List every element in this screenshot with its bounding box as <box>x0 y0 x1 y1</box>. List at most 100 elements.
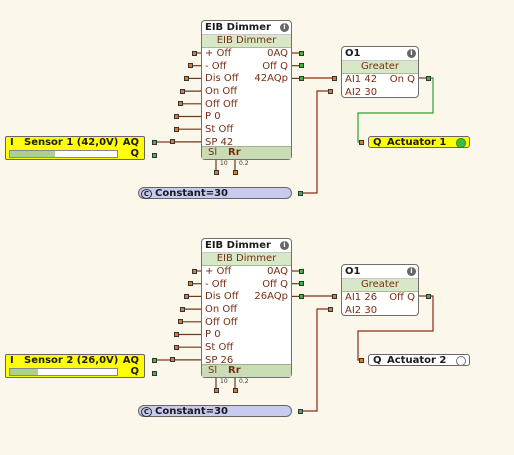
comparator-input-1: AI1 42 <box>345 74 378 85</box>
dimmer-input-pin[interactable] <box>173 126 179 132</box>
sensor-name: Sensor 2 (26,0V) <box>24 355 119 366</box>
info-icon[interactable]: i <box>407 267 416 276</box>
dimmer-subtitle: EIB Dimmer <box>202 35 291 48</box>
actuator-name: Actuator 2 <box>387 355 447 366</box>
dimmer-output-pin[interactable] <box>298 63 304 69</box>
comparator-row: AI2 30 <box>342 87 418 100</box>
dimmer-input-pin[interactable] <box>173 344 179 350</box>
dimmer-footer-rr: Rr <box>228 147 241 158</box>
dimmer-input-pin[interactable] <box>177 101 183 107</box>
dimmer-param-b: 0.2 <box>239 160 249 167</box>
comparator-input-pin[interactable] <box>331 293 337 299</box>
comparator-row: AI1 42 On Q <box>342 74 418 87</box>
comparator-subtitle: Greater <box>342 279 418 292</box>
constant-name: Constant=30 <box>155 188 229 199</box>
comparator-input-1: AI1 26 <box>345 292 378 303</box>
dimmer-output-pin[interactable] <box>298 50 304 56</box>
dimmer-row: SP 26 <box>202 355 291 368</box>
info-icon[interactable]: i <box>280 23 289 32</box>
constant-output-pin[interactable] <box>297 408 303 414</box>
comparator-output: On Q <box>389 74 415 85</box>
actuator-input-pin[interactable] <box>358 139 364 145</box>
dimmer-input-pin[interactable] <box>179 306 185 312</box>
comparator-input-pin[interactable] <box>327 306 333 312</box>
dimmer-param-pin[interactable] <box>213 387 219 393</box>
comparator-title: O1 <box>345 266 361 277</box>
dimmer-input-pin[interactable] <box>169 357 175 363</box>
wire-comparator-to-actuator[interactable] <box>357 295 434 361</box>
dimmer-input-label: St Off <box>205 124 234 136</box>
dimmer-input-pin[interactable] <box>183 293 189 299</box>
dimmer-input-label: On Off <box>205 304 238 316</box>
dimmer-input-label: SP 26 <box>205 354 234 366</box>
dimmer-row: Off Off <box>202 99 291 112</box>
dimmer-input-pin[interactable] <box>169 139 175 145</box>
constant-name: Constant=30 <box>155 406 229 417</box>
sensor-q-pin[interactable] <box>151 152 157 158</box>
dimmer-param-pin[interactable] <box>232 387 238 393</box>
dimmer-output-pin[interactable] <box>298 75 304 81</box>
comparator-output-pin[interactable] <box>425 75 431 81</box>
comparator-input-pin[interactable] <box>331 75 337 81</box>
dimmer-input-pin[interactable] <box>191 268 197 274</box>
dimmer-input-label: + Off <box>205 266 232 277</box>
dimmer-input-label: Dis Off <box>205 73 239 85</box>
dimmer-input-label: Off Off <box>205 98 238 110</box>
sensor-aq-pin[interactable] <box>151 139 157 145</box>
constant-output-pin[interactable] <box>297 190 303 196</box>
dimmer-input-pin[interactable] <box>187 63 193 69</box>
comparator-output-pin[interactable] <box>425 293 431 299</box>
dimmer-input-pin[interactable] <box>173 114 179 119</box>
dimmer-input-pin[interactable] <box>187 281 193 287</box>
comparator-input-pin[interactable] <box>327 88 333 94</box>
actuator-input-pin[interactable] <box>358 357 364 363</box>
dimmer-input-pin[interactable] <box>179 88 185 94</box>
dimmer-input-pin[interactable] <box>173 332 179 337</box>
dimmer-output-pin[interactable] <box>298 281 304 287</box>
actuator-prefix: Q <box>373 355 382 366</box>
wire-constant-to-comparator[interactable] <box>303 308 328 412</box>
actuator-block[interactable]: Q Actuator 2 <box>368 354 470 366</box>
dimmer-row: SP 42 <box>202 137 291 150</box>
dimmer-footer-sl: Sl <box>208 365 218 376</box>
dimmer-input-pin[interactable] <box>177 319 183 325</box>
dimmer-row: On Off <box>202 304 291 317</box>
dimmer-input-label: - Off <box>205 278 227 290</box>
dimmer-footer-rr: Rr <box>228 365 241 376</box>
info-icon[interactable]: i <box>407 49 416 58</box>
dimmer-input-label: Dis Off <box>205 291 239 303</box>
dimmer-input-pin[interactable] <box>191 50 197 56</box>
dimmer-param-pin[interactable] <box>232 169 238 175</box>
info-icon[interactable]: i <box>280 241 289 250</box>
wire-comparator-to-actuator[interactable] <box>357 77 434 143</box>
dimmer-row: P 0 <box>202 111 291 124</box>
wire-constant-to-comparator[interactable] <box>303 90 328 194</box>
sensor-aq-pin[interactable] <box>151 357 157 363</box>
dimmer-row: St Off <box>202 342 291 355</box>
dimmer-input-pin[interactable] <box>183 75 189 81</box>
sensor-q-label: Q <box>130 148 139 159</box>
sensor-q-pin[interactable] <box>151 370 157 376</box>
dimmer-param-pin[interactable] <box>213 169 219 175</box>
actuator-led-icon <box>456 356 466 366</box>
dimmer-output-pin[interactable] <box>298 293 304 299</box>
dimmer-output-pin[interactable] <box>298 268 304 274</box>
dimmer-input-label: P 0 <box>205 111 221 123</box>
sensor-aq-label: AQ <box>122 355 139 366</box>
